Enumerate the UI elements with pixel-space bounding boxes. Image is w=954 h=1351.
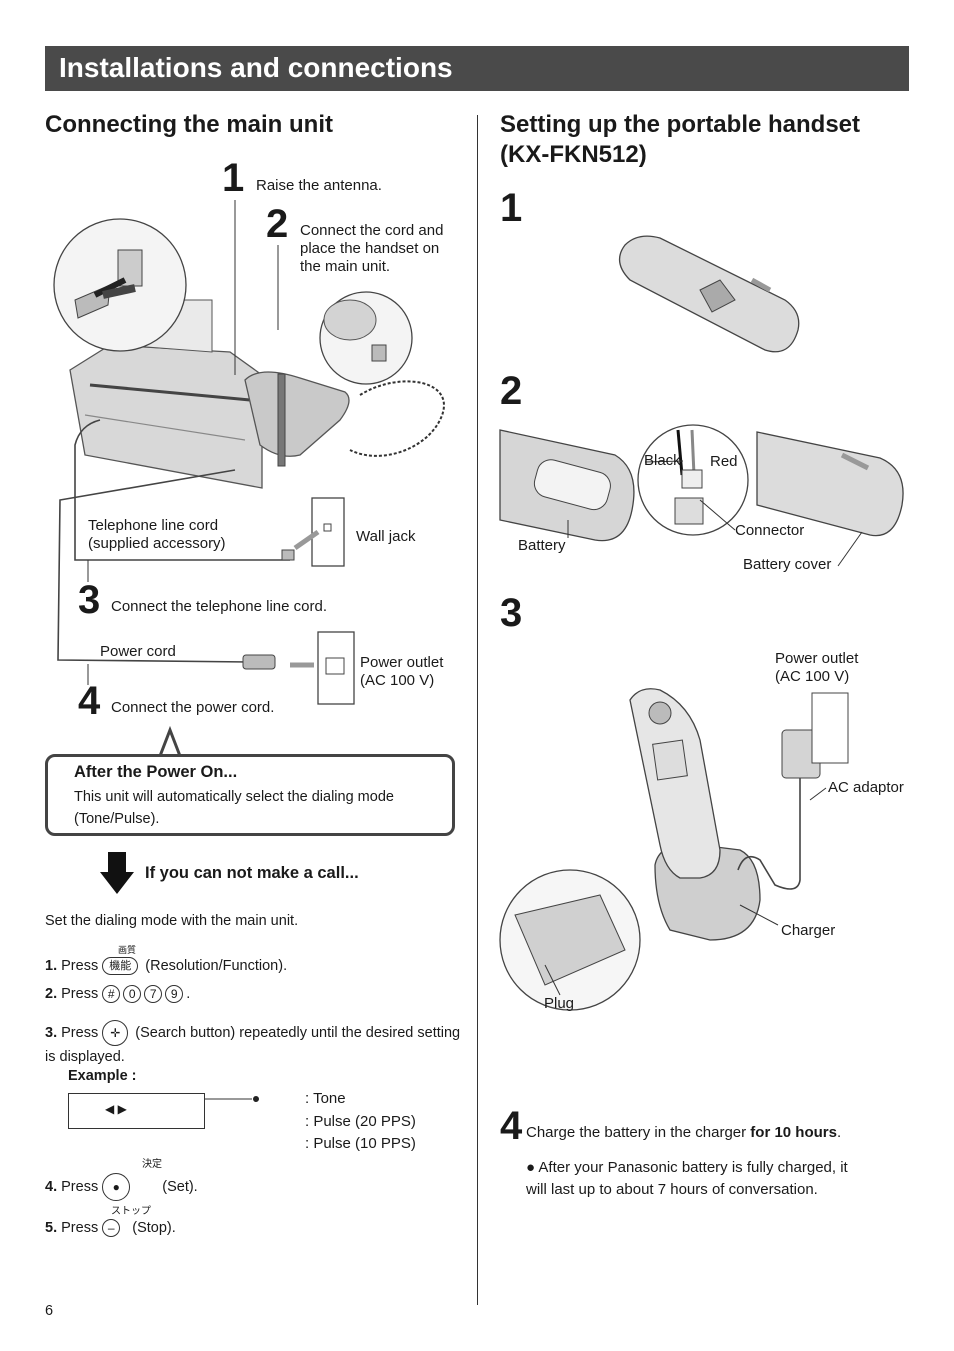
step1-text: Raise the antenna. <box>256 177 382 194</box>
fax-slot <box>89 383 251 402</box>
column-divider <box>477 115 478 1305</box>
instruction-3-post: (Search button) repeatedly until the des… <box>45 1024 461 1065</box>
instruction-3: 3. Press ✛ (Search button) repeatedly un… <box>45 1020 465 1069</box>
section-banner: Installations and connections <box>45 46 909 91</box>
nine-key-icon: 9 <box>165 985 184 1004</box>
instruction-5: 5. Press – (Stop). <box>45 1219 176 1238</box>
wall-jack-label: Wall jack <box>356 528 416 545</box>
stop-key-top-label: ストップ <box>111 1206 151 1217</box>
callout-title: After the Power On... <box>74 763 238 781</box>
option-pulse-10: : Pulse (10 PPS) <box>305 1135 416 1152</box>
right-heading: Setting up the portable handset (KX-FKN5… <box>500 111 861 168</box>
instruction-2-num: 2. <box>45 986 58 1002</box>
option-tone: : Tone <box>305 1090 346 1107</box>
set-key-top-label: 決定 <box>142 1159 162 1170</box>
power-outlet-label-right: Power outlet (AC 100 V) <box>775 650 859 685</box>
option-pulse-20: : Pulse (20 PPS) <box>305 1113 416 1130</box>
instruction-1-post: (Resolution/Function). <box>145 958 288 974</box>
fax-front <box>84 414 246 441</box>
instruction-4-post: (Set). <box>162 1178 198 1195</box>
instruction-5-post: (Stop). <box>132 1220 176 1236</box>
step2-text: Connect the cord and place the handset o… <box>300 222 444 275</box>
battery-label: Battery <box>518 537 566 554</box>
hash-key-icon: # <box>102 985 121 1004</box>
power-outlet-label-left: Power outlet (AC 100 V) <box>360 654 444 689</box>
function-key-top-label: 画質 <box>118 945 137 955</box>
red-label: Red <box>710 453 738 470</box>
connector-label: Connector <box>735 522 805 539</box>
instruction-1-pre: Press <box>61 958 99 974</box>
step4-text: Connect the power cord. <box>111 699 275 716</box>
instruction-1-num: 1. <box>45 958 58 974</box>
cant-call-heading: If you can not make a call... <box>145 864 359 882</box>
instruction-5-pre: Press <box>61 1220 99 1236</box>
page-title: Installations and connections <box>59 52 453 83</box>
plug-label: Plug <box>544 995 575 1012</box>
instruction-2-post: . <box>186 986 191 1002</box>
step3-text: Connect the telephone line cord. <box>111 598 327 615</box>
adaptor-cable <box>737 778 801 890</box>
left-heading: Connecting the main unit <box>45 111 333 138</box>
step4-text-end: . <box>836 1124 842 1141</box>
power-cord <box>57 469 251 663</box>
step4-text-bold: for 10 hours <box>750 1124 837 1141</box>
step3-number: 3 <box>78 578 101 622</box>
right-step3-number: 3 <box>500 591 523 635</box>
instruction-1: 1. Press 機能 (Resolution/Function). <box>45 957 288 976</box>
handset-battery-cover <box>756 431 904 537</box>
page-number: 6 <box>45 1303 54 1319</box>
set-button-icon: ● <box>102 1173 131 1201</box>
after-power-on-callout: After the Power On... This unit will aut… <box>45 754 455 836</box>
instruction-3-num: 3. <box>45 1024 58 1041</box>
right-step1-number: 1 <box>500 186 523 230</box>
function-key-icon: 機能 <box>102 957 139 976</box>
instruction-4-num: 4. <box>45 1178 58 1195</box>
power-outlet-plate <box>317 631 355 705</box>
battery-note: ● After your Panasonic battery is fully … <box>526 1157 866 1201</box>
black-label: Black <box>644 452 681 469</box>
stop-button-icon: – <box>102 1219 121 1238</box>
instruction-4: 4. Press ● (Set). <box>45 1173 198 1201</box>
example-display: ◀ ▶ <box>68 1093 205 1129</box>
battery-cover-label: Battery cover <box>743 556 832 573</box>
antenna <box>277 373 286 467</box>
instruction-3-pre: Press <box>61 1024 99 1041</box>
display-arrows-icon: ◀ ▶ <box>105 1102 127 1116</box>
step4-text-normal: Charge the battery in the charger <box>526 1124 751 1141</box>
step2-number: 2 <box>266 202 289 246</box>
step4-number: 4 <box>78 679 101 723</box>
callout-body: This unit will automatically select the … <box>74 789 394 827</box>
instruction-5-num: 5. <box>45 1220 58 1236</box>
down-arrow-icon <box>100 852 134 894</box>
example-label: Example : <box>68 1068 137 1084</box>
power-outlet-plate-right <box>811 692 849 764</box>
ac-adaptor-label: AC adaptor <box>828 779 904 796</box>
right-step4-number: 4 <box>500 1104 523 1148</box>
telephone-line-cord <box>74 419 290 561</box>
right-step4-text: Charge the battery in the charger for 10… <box>526 1124 841 1142</box>
instruction-4-pre: Press <box>61 1178 99 1195</box>
intro-text: Set the dialing mode with the main unit. <box>45 913 299 929</box>
instruction-2-pre: Press <box>61 986 99 1002</box>
zero-key-icon: 0 <box>123 985 142 1004</box>
charger-label: Charger <box>781 922 836 939</box>
step1-number: 1 <box>222 156 245 200</box>
right-step2-number: 2 <box>500 369 523 413</box>
power-cord-label: Power cord <box>100 643 176 660</box>
tel-cord-label: Telephone line cord (supplied accessory) <box>88 517 226 552</box>
standing-handset <box>629 688 721 879</box>
seven-key-icon: 7 <box>144 985 163 1004</box>
bullet-icon: ● <box>526 1159 539 1176</box>
battery-note-text: After your Panasonic battery is fully ch… <box>526 1159 848 1198</box>
